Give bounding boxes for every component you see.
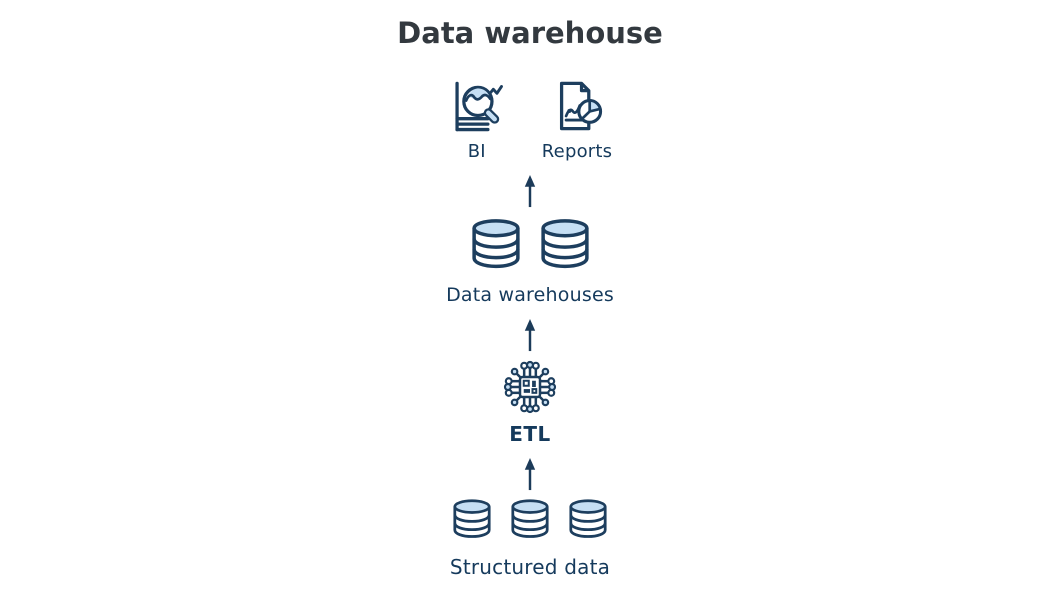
source-layer: Structured data [450,491,610,580]
up-arrow [522,174,538,208]
processor-chip-icon [500,357,560,417]
database-icon [566,497,610,545]
up-arrow [522,318,538,352]
bi-magnifier-chart-icon [448,77,506,135]
up-arrow [522,457,538,491]
reports-label: Reports [541,140,613,162]
diagram-title: Data warehouse [397,16,663,50]
warehouse-icons [468,216,593,276]
reports-node: Reports [542,77,612,163]
bi-node: BI [448,77,506,163]
database-icon [468,216,524,276]
warehouse-label: Data warehouses [446,283,614,306]
outputs-layer: BI Reports [448,77,612,163]
database-icon [508,497,552,545]
warehouse-layer: Data warehouses [446,208,614,307]
source-label: Structured data [449,554,611,579]
source-icons [450,497,610,545]
database-icon [450,497,494,545]
report-document-pie-icon [548,77,606,135]
database-icon [537,216,593,276]
etl-label: ETL [509,421,551,446]
etl-layer: ETL [500,352,560,446]
bi-label: BI [467,140,486,162]
